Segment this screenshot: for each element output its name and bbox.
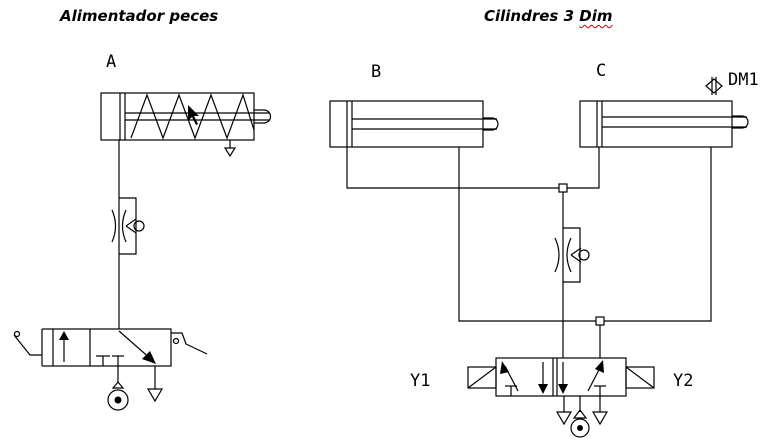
- valve-5-2-solenoid: [467, 357, 655, 438]
- flow-control-valve-bc: [554, 227, 590, 283]
- title-cylinders: Cilindres 3 Dim: [484, 7, 612, 25]
- label-cylinder-a: A: [106, 52, 117, 72]
- label-cylinder-c: C: [596, 61, 607, 81]
- label-sensor-dm1: DM1: [728, 70, 759, 90]
- cylinder-a: [100, 92, 272, 158]
- label-solenoid-y2: Y2: [673, 371, 694, 391]
- valve-a-3-2: [13, 328, 208, 411]
- cursor-arrow-icon: [188, 105, 199, 125]
- cylinder-c: [579, 100, 749, 148]
- piping-b-c: [346, 147, 712, 358]
- label-cylinder-b: B: [371, 62, 382, 82]
- title-fish-feeder: Alimentador peces: [60, 7, 219, 25]
- sensor-dm1-icon: [705, 77, 723, 95]
- title-cylinders-text: Cilindres 3: [484, 7, 575, 25]
- flow-control-valve-a: [111, 197, 145, 255]
- cylinder-b: [329, 100, 499, 148]
- label-solenoid-y1: Y1: [410, 371, 431, 391]
- title-cylinders-underlined: Dim: [579, 7, 613, 25]
